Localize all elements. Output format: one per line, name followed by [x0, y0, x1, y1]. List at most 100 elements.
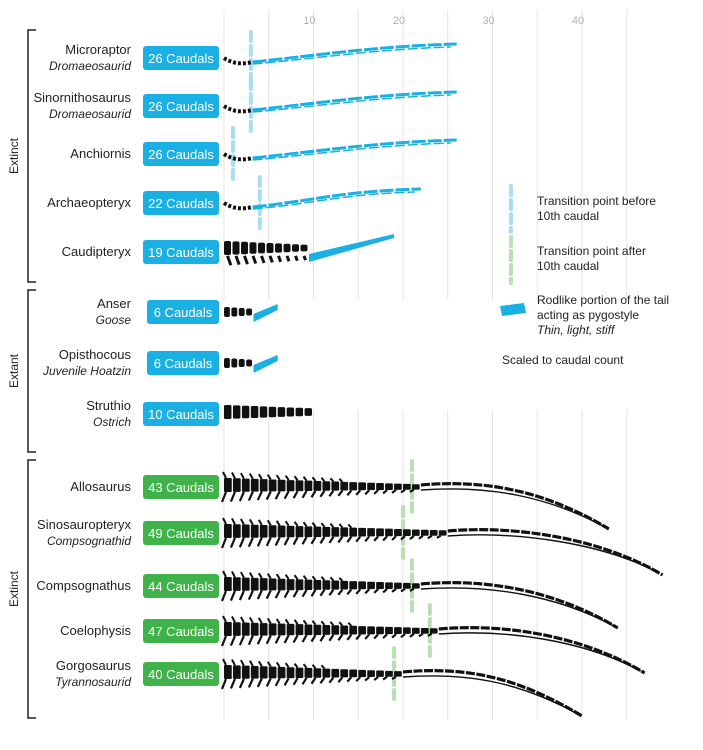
neural-spine: [231, 659, 236, 666]
vertebra: [286, 407, 295, 417]
neural-spine: [284, 662, 290, 668]
taxon-subtitle: Goose: [96, 313, 132, 327]
chevron: [277, 255, 283, 263]
taxon-subtitle: Dromaeosaurid: [49, 59, 131, 73]
neural-spine: [320, 477, 326, 482]
caudal-count-badge: [143, 191, 219, 215]
chevron: [260, 255, 266, 264]
chevron: [436, 534, 442, 539]
vertebra: [224, 478, 232, 492]
chevron: [274, 589, 281, 599]
vertebra: [266, 243, 274, 253]
neural-spine: [311, 620, 317, 626]
vertebra: [331, 668, 340, 678]
caudal-count-badge: [147, 300, 219, 324]
chevron: [283, 677, 290, 686]
caudal-count-label: 10 Caudals: [148, 407, 214, 422]
vertebra: [304, 526, 313, 538]
chevron: [310, 589, 317, 597]
vertebra: [358, 626, 366, 635]
vertebra: [277, 407, 286, 417]
chevron: [382, 489, 388, 495]
vertebra: [411, 484, 420, 490]
taxon-name: Anser: [97, 296, 132, 311]
rod-tail-lower: [252, 191, 415, 210]
vertebra: [322, 526, 331, 537]
chevron: [346, 633, 353, 641]
rod-tail: [252, 42, 457, 64]
neural-spine: [222, 615, 227, 623]
neural-spine: [293, 475, 299, 481]
vertebra: [313, 668, 322, 678]
distal-tail: [402, 669, 583, 718]
chevron: [285, 255, 291, 262]
caudal-count-badge: [147, 351, 219, 375]
taxon-name: Microraptor: [65, 42, 131, 57]
taxon-name: Struthio: [86, 398, 131, 413]
vertebra: [232, 405, 241, 419]
chevron: [364, 676, 370, 682]
chevron: [382, 588, 388, 594]
scale-note: Scaled to caudal count: [502, 353, 624, 367]
vertebra-segment: [222, 56, 254, 66]
chevron: [337, 588, 344, 596]
vertebra: [385, 626, 393, 635]
taxon-name: Allosaurus: [70, 479, 131, 494]
vertebra: [358, 482, 366, 491]
chevron: [391, 633, 397, 639]
distal-tail-lower: [420, 587, 615, 627]
tail-coelophysis: [220, 615, 646, 675]
chevron: [382, 633, 388, 639]
neural-spine: [257, 519, 263, 526]
x-tick-label: 10: [303, 15, 315, 27]
chevron: [373, 535, 379, 542]
neural-spine: [275, 661, 281, 668]
vertebra: [231, 307, 238, 317]
chevron: [328, 676, 335, 684]
vertebra-segment: [222, 201, 254, 211]
vertebra: [277, 578, 286, 591]
vertebra: [331, 481, 340, 491]
vertebra: [403, 627, 411, 634]
vertebra: [349, 669, 358, 678]
vertebra: [286, 579, 295, 591]
chevron: [346, 676, 353, 683]
group-bracket: [27, 459, 36, 719]
group-label: Extinct: [7, 570, 21, 607]
vertebra: [385, 670, 393, 677]
neural-spine: [320, 664, 326, 670]
neural-spine: [302, 619, 308, 626]
vertebra: [358, 581, 366, 590]
caudal-count-label: 22 Caudals: [148, 196, 214, 211]
vertebra: [277, 479, 286, 492]
vertebra: [224, 241, 232, 255]
chevron: [364, 633, 371, 640]
chevron: [268, 255, 274, 263]
vertebra: [403, 582, 411, 589]
neural-spine: [248, 660, 254, 667]
chevron: [400, 535, 406, 541]
vertebra: [420, 627, 429, 634]
vertebra: [376, 626, 384, 635]
chevron: [238, 537, 245, 548]
vertebra: [286, 623, 295, 636]
caudal-count-badge: [143, 46, 219, 70]
vertebra: [322, 668, 331, 678]
vertebra: [275, 243, 283, 253]
vertebra: [322, 624, 331, 635]
chevron: [364, 535, 371, 542]
chevron: [256, 590, 263, 600]
neural-spine: [284, 574, 290, 580]
chevron: [409, 587, 415, 592]
legend-line: 10th caudal: [537, 209, 599, 223]
neural-spine: [284, 520, 290, 527]
rod-tail-lower: [252, 142, 451, 161]
vertebra: [224, 622, 232, 636]
group-label: Extant: [7, 353, 21, 388]
chevron: [328, 634, 335, 642]
